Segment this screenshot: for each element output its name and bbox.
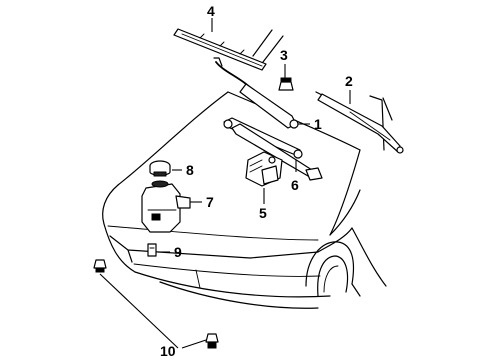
part-10-nozzle-upper — [93, 259, 107, 273]
nozzle-top — [205, 333, 219, 343]
callout-8: 8 — [186, 162, 194, 178]
tire-inner — [323, 265, 339, 293]
bumper-top — [133, 263, 321, 277]
car-body — [102, 29, 393, 309]
wheel-arch — [305, 241, 355, 287]
blade-rubber — [181, 33, 263, 67]
a-pillar-right-2 — [382, 97, 393, 121]
callout-10: 10 — [160, 343, 176, 359]
motor-ribs — [249, 159, 263, 173]
motor-shaft — [268, 156, 276, 164]
callout-5: 5 — [259, 205, 267, 221]
callout-1: 1 — [314, 116, 322, 132]
hood-left-edge — [117, 91, 229, 186]
part-2-wiper-arm-right — [315, 91, 404, 154]
link-pivot-mid — [293, 149, 303, 159]
nozzle-top — [93, 259, 107, 269]
lower-body — [351, 283, 361, 297]
motor-gearbox — [261, 165, 279, 185]
part-5-wiper-motor — [245, 151, 283, 187]
nozzle-base — [95, 267, 105, 273]
hood-front-left — [102, 184, 119, 225]
fender-top — [329, 189, 361, 236]
callout-3: 3 — [280, 47, 288, 63]
callouts: 4 3 2 1 6 5 8 7 9 10 — [160, 3, 353, 359]
callout-4: 4 — [207, 3, 215, 19]
cap-top — [280, 77, 292, 83]
fender-mid — [317, 227, 353, 253]
nozzle-base — [207, 341, 217, 349]
tire — [317, 255, 349, 297]
arm2-line — [349, 111, 391, 141]
blade-clips — [199, 33, 245, 55]
hood-front-edge — [107, 225, 319, 241]
reservoir-detail — [151, 213, 161, 221]
leader-10a — [99, 273, 179, 349]
part-6-linkage — [223, 117, 323, 181]
bumper-line — [134, 271, 331, 298]
rocker-line — [351, 227, 387, 287]
a-pillar-left-inner — [262, 35, 284, 63]
arm2-body — [317, 93, 401, 153]
part-10-nozzle-lower — [205, 333, 219, 349]
part-4-wiper-blade — [173, 28, 267, 71]
hood-right-edge — [329, 149, 361, 236]
part-1-wiper-arm — [213, 57, 299, 129]
arm-hook — [213, 57, 223, 67]
part-3-pivot-cap — [278, 77, 294, 91]
grille-left — [127, 249, 133, 263]
leader-lines — [99, 18, 351, 349]
part-8-washer-cap — [149, 160, 171, 177]
callout-7: 7 — [206, 194, 214, 210]
reservoir-neck — [151, 180, 169, 188]
bumper-lower — [159, 281, 319, 309]
cap-neck — [153, 171, 167, 177]
callout-6: 6 — [291, 177, 299, 193]
a-pillar-left — [252, 29, 273, 57]
arm-pivot — [289, 119, 299, 129]
callout-2: 2 — [345, 73, 353, 89]
leader-10b — [181, 339, 207, 349]
cap-body — [278, 81, 294, 91]
grille-top — [109, 235, 319, 259]
link-end — [305, 167, 323, 181]
part-9-bracket — [147, 243, 157, 257]
front-left-corner — [103, 223, 136, 273]
reservoir-body — [141, 183, 181, 233]
arm2-pivot — [396, 146, 404, 154]
bracket-body — [147, 243, 157, 257]
bumper-seam — [195, 269, 201, 289]
callout-9: 9 — [174, 244, 182, 260]
reservoir-pump — [175, 195, 191, 209]
part-7-washer-reservoir — [141, 180, 191, 233]
link-pivot-left — [223, 119, 233, 129]
